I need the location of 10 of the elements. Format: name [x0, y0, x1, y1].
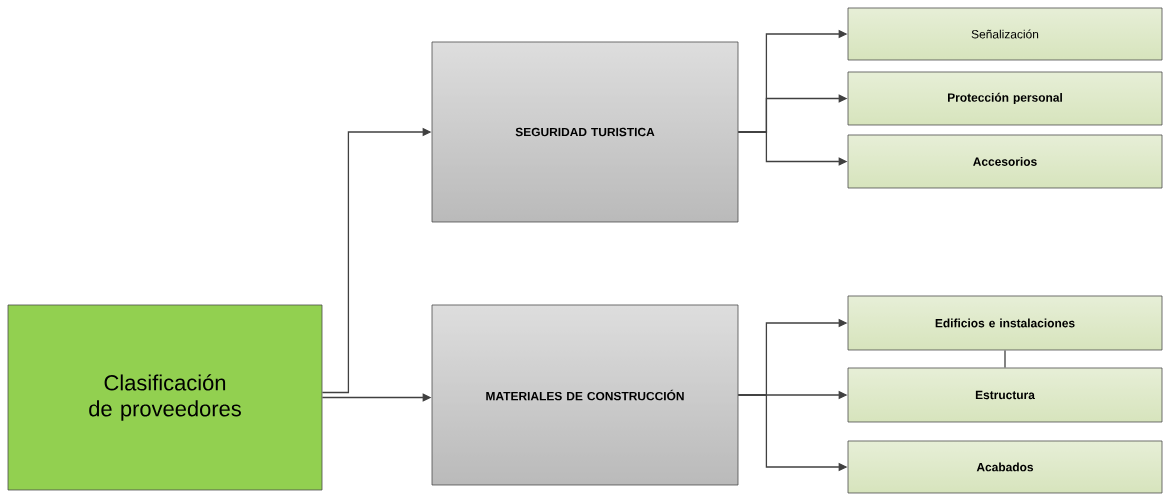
item-box: Estructura	[847, 367, 1163, 423]
item-box: Accesorios	[847, 134, 1163, 189]
category-box: SEGURIDAD TURISTICA	[431, 41, 739, 223]
item-box: Edificios e instalaciones	[847, 295, 1163, 351]
category-box: MATERIALES DE CONSTRUCCIÓN	[431, 304, 739, 486]
item-box: Señalización	[847, 7, 1163, 61]
item-box: Protección personal	[847, 71, 1163, 126]
root-box: Clasificación de proveedores	[7, 304, 323, 491]
item-box: Acabados	[847, 440, 1163, 494]
connector	[1004, 349, 1006, 369]
